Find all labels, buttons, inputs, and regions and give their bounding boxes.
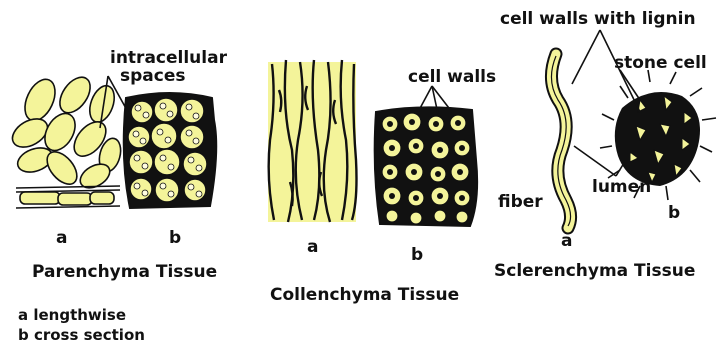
collenchyma-title: Collenchyma Tissue: [270, 285, 459, 305]
parenchyma-cross-section-drawing: [124, 93, 217, 208]
sclerenchyma-callout-stone: stone cell: [614, 53, 707, 73]
sclerenchyma-callout-lumen: lumen: [592, 177, 651, 197]
parenchyma-callout-line2: spaces: [120, 66, 186, 86]
sclerenchyma-fiber-drawing: [551, 54, 570, 228]
parenchyma-lengthwise-drawing: [8, 72, 125, 208]
collenchyma-lengthwise-drawing: [268, 60, 357, 222]
collenchyma-callout: cell walls: [408, 67, 496, 87]
parenchyma-label-a: a: [56, 228, 67, 248]
sclerenchyma-callout-fiber: fiber: [498, 192, 543, 212]
sclerenchyma-label-a: a: [561, 231, 572, 251]
legend-lengthwise: a lengthwise: [18, 306, 126, 324]
collenchyma-label-a: a: [307, 237, 318, 257]
collenchyma-label-b: b: [411, 245, 423, 265]
parenchyma-callout-line1: intracellular: [110, 48, 228, 68]
sclerenchyma-title: Sclerenchyma Tissue: [494, 261, 695, 281]
legend-cross-section: b cross section: [18, 326, 145, 344]
sclerenchyma-callout-walls: cell walls with lignin: [500, 9, 696, 29]
parenchyma-title: Parenchyma Tissue: [32, 262, 217, 282]
sclerenchyma-label-b: b: [668, 203, 680, 223]
parenchyma-label-b: b: [169, 228, 181, 248]
collenchyma-cross-section-drawing: [375, 107, 477, 226]
